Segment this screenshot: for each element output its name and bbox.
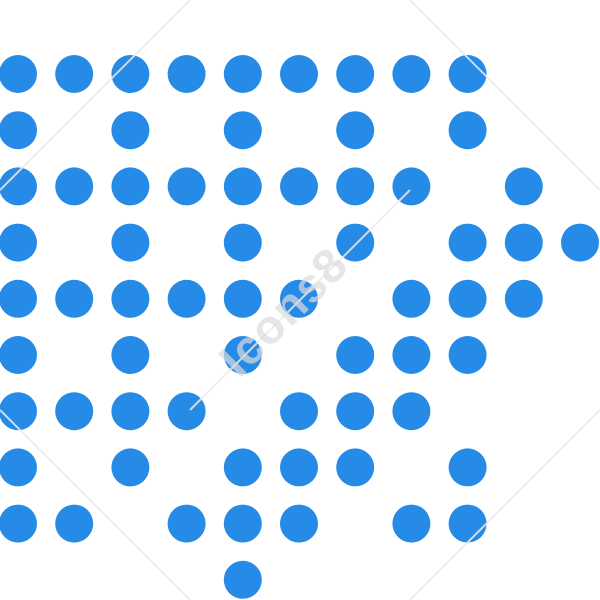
dot [0,336,37,374]
dot [392,279,431,318]
dot [111,167,150,206]
dot [167,279,206,318]
dot [111,392,150,431]
dot [55,279,94,318]
dot [336,448,375,487]
dot [504,167,543,206]
dot [392,504,431,543]
dot [0,448,37,487]
dot [448,336,487,374]
dot [280,392,318,431]
dot [55,392,94,431]
dot [280,55,318,93]
dot [111,279,150,318]
dot [392,392,431,431]
dot [280,448,318,487]
dot [280,279,318,318]
dot [0,392,37,431]
dot [280,167,318,206]
dot [111,336,150,374]
dot [223,167,262,206]
dot [504,223,543,262]
dot [448,55,487,93]
dot [280,504,318,543]
dot [504,279,543,318]
dot [336,55,375,93]
dot [336,336,375,374]
dot [336,223,375,262]
dot [448,504,487,543]
dot [336,392,375,431]
dot [336,111,375,150]
dot [392,167,431,206]
dot [0,279,37,318]
dot [55,55,94,93]
dot [55,504,94,543]
dot [223,504,262,543]
dot [55,167,94,206]
dot [223,560,262,599]
dot [0,504,37,543]
dot [223,111,262,150]
dot [167,504,206,543]
dots-layer [0,55,599,599]
dot [0,223,37,262]
dot [0,167,37,206]
dot [448,448,487,487]
dot [392,336,431,374]
dot [223,279,262,318]
dot [392,55,431,93]
dot [561,223,599,262]
dot [223,223,262,262]
dot [223,55,262,93]
dot [167,55,206,93]
dot [223,336,262,374]
dot [111,55,150,93]
dot [448,223,487,262]
dot [111,111,150,150]
dot [448,279,487,318]
dot [448,111,487,150]
dot [167,392,206,431]
dot [111,223,150,262]
dot [111,448,150,487]
dot [0,55,37,93]
dot [336,167,375,206]
dot [167,167,206,206]
dot [0,111,37,150]
dot [223,448,262,487]
